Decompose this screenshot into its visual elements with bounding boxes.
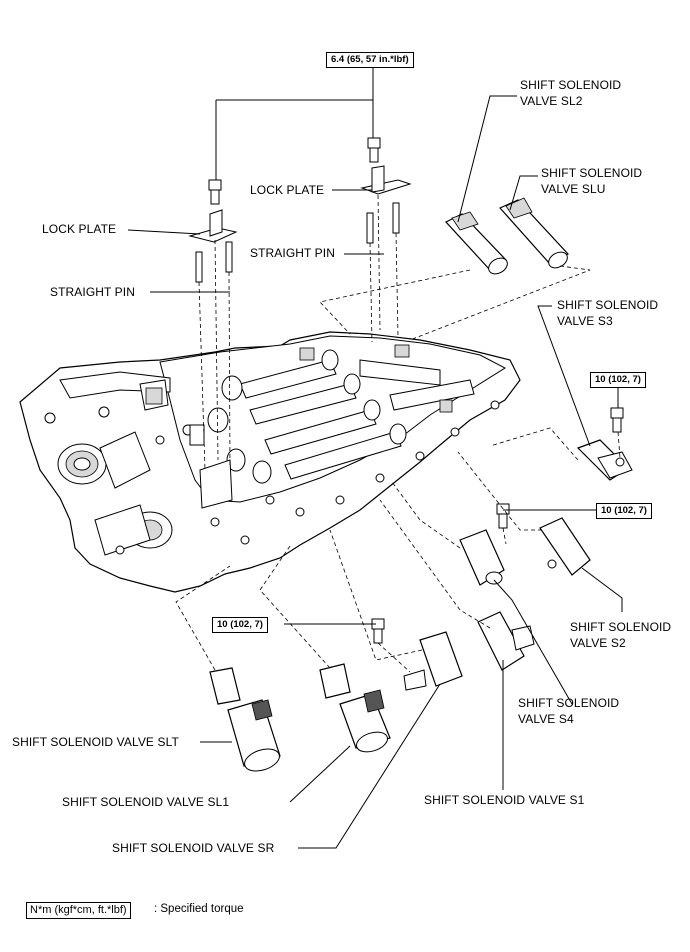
label-sl1: SHIFT SOLENOID VALVE SL1	[62, 795, 230, 809]
label-slt: SHIFT SOLENOID VALVE SLT	[12, 735, 179, 749]
label-straight-pin-right: STRAIGHT PIN	[250, 246, 335, 260]
label-s4-line2: VALVE S4	[518, 712, 574, 726]
valve-body-icon	[19, 331, 521, 593]
legend-unit-box: N*m (kgf*cm, ft.*lbf)	[26, 902, 131, 919]
label-s2-line2: VALVE S2	[570, 636, 626, 650]
torque-label-s3: 10 (102, 7)	[590, 372, 646, 388]
label-sl2-line1: SHIFT SOLENOID	[520, 78, 622, 92]
torque-label-top: 6.4 (65, 57 in.*lbf)	[326, 52, 414, 68]
label-slu-line1: SHIFT SOLENOID	[541, 166, 643, 180]
label-straight-pin-left: STRAIGHT PIN	[50, 285, 135, 299]
label-s1: SHIFT SOLENOID VALVE S1	[424, 793, 585, 807]
leader-lines	[127, 67, 623, 849]
torque-label-s4-s2: 10 (102, 7)	[596, 503, 652, 519]
label-s4-line1: SHIFT SOLENOID	[518, 696, 620, 710]
label-lock-plate-left: LOCK PLATE	[42, 222, 117, 236]
straight-pin-icon	[195, 202, 400, 283]
legend-text: : Specified torque	[154, 903, 244, 915]
label-sl2-line2: VALVE SL2	[520, 94, 583, 108]
label-s3-line1: SHIFT SOLENOID	[557, 298, 659, 312]
alignment-lines	[175, 194, 621, 673]
torque-label-sr: 10 (102, 7)	[212, 617, 268, 633]
label-sr: SHIFT SOLENOID VALVE SR	[112, 841, 275, 855]
label-s3-line2: VALVE S3	[557, 314, 613, 328]
solenoid-valve-icon	[209, 197, 633, 772]
label-lock-plate-right: LOCK PLATE	[250, 183, 325, 197]
label-s2-line1: SHIFT SOLENOID	[570, 620, 672, 634]
lock-plate-icon	[188, 165, 412, 243]
label-slu-line2: VALVE SLU	[541, 182, 606, 196]
